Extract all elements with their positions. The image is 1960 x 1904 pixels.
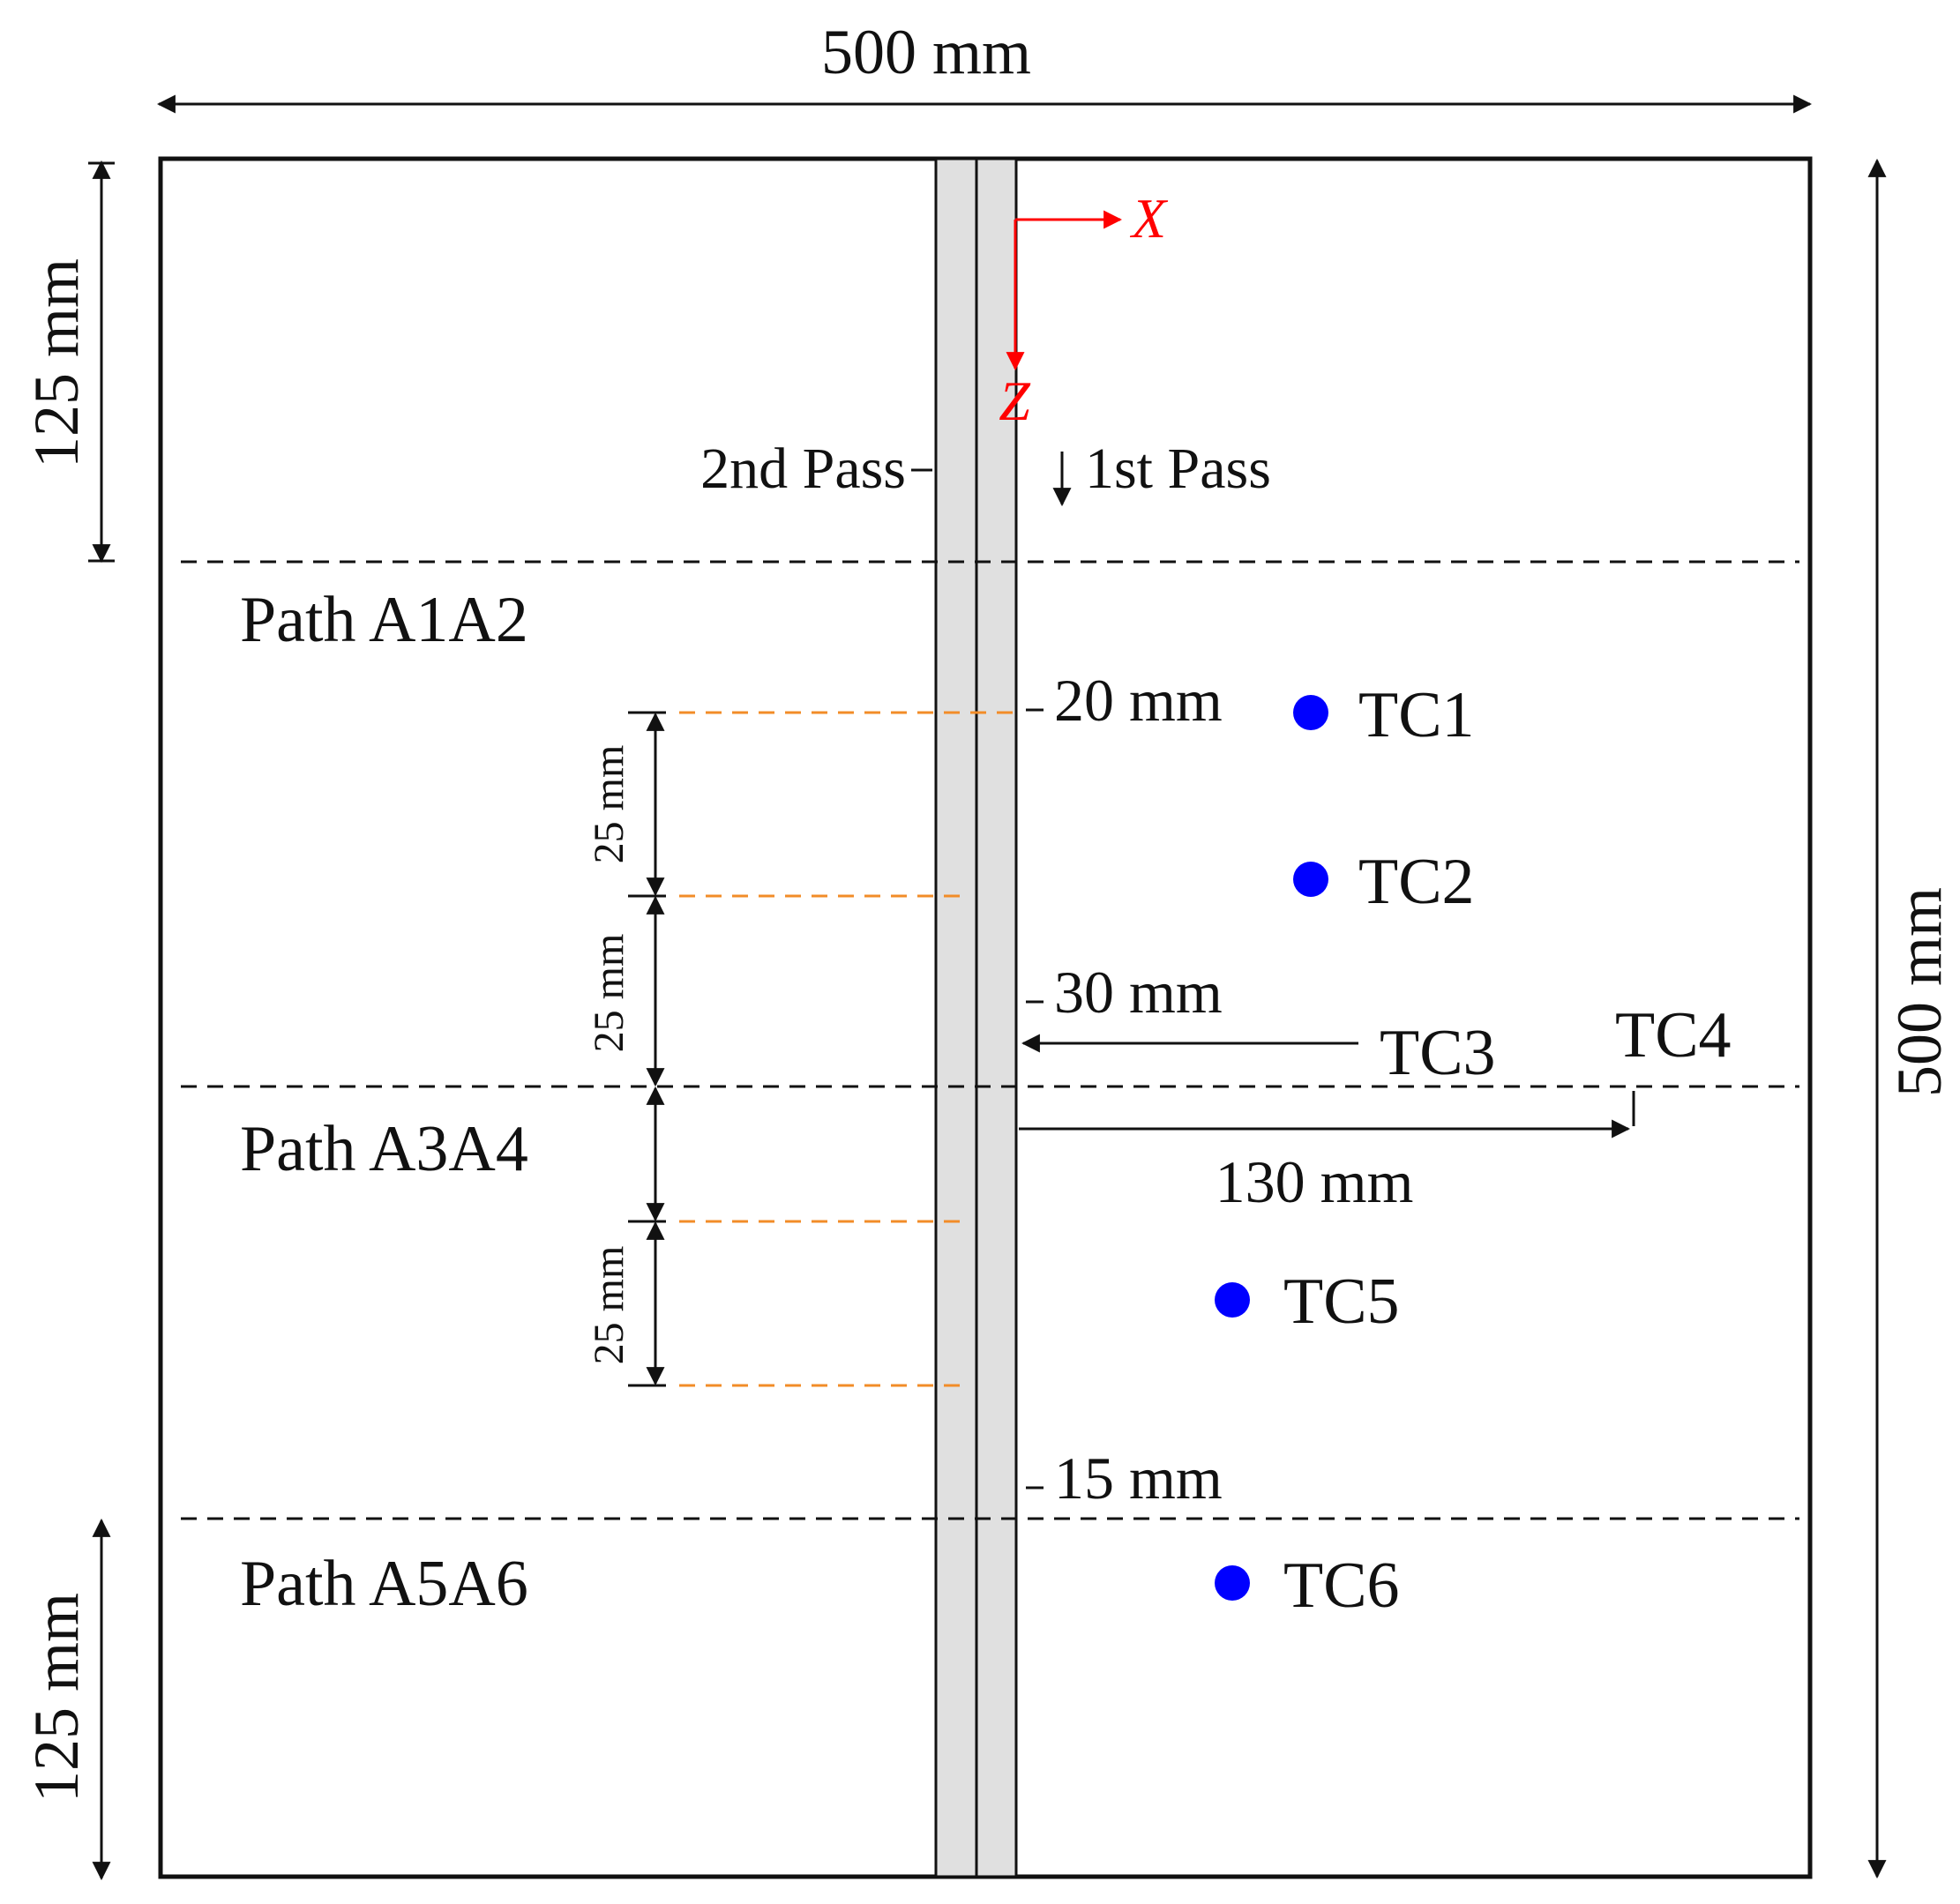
path-a5a6-label: Path A5A6 (240, 1548, 528, 1620)
weld-bead-second-pass (934, 157, 978, 1878)
weld-bead-first-pass (975, 157, 1018, 1878)
tc6-label: TC6 (1283, 1549, 1400, 1622)
top-section-dimension-label: 125 mm (21, 258, 92, 468)
x-axis-label: X (1129, 187, 1169, 250)
tc3-label: TC3 (1380, 1017, 1496, 1089)
bottom-section-dimension-label: 125 mm (21, 1593, 92, 1803)
tc2-label: TC2 (1358, 846, 1475, 918)
path-a3a4-label: Path A3A4 (240, 1113, 528, 1185)
spacing-label-3: 25 mm (586, 1246, 632, 1365)
z-axis-label: Z (999, 370, 1031, 432)
first-pass-label: 1st Pass (1085, 437, 1271, 501)
tc4-label: TC4 (1615, 999, 1732, 1071)
width-dimension-label: 500 mm (821, 17, 1031, 87)
tc5-dot (1215, 1282, 1250, 1318)
offset-label-20mm: 20 mm (1054, 667, 1223, 734)
spacing-label-2: 25 mm (586, 934, 632, 1053)
tc1-label: TC1 (1358, 679, 1475, 751)
tc1-dot (1293, 695, 1328, 730)
spacing-label-1: 25 mm (586, 745, 632, 864)
path-a1a2-label: Path A1A2 (240, 584, 528, 656)
tc5-label: TC5 (1283, 1266, 1400, 1338)
offset-label-15mm: 15 mm (1054, 1445, 1223, 1512)
tc6-dot (1215, 1565, 1250, 1601)
tc2-dot (1293, 862, 1328, 897)
tc4-distance-label: 130 mm (1216, 1148, 1414, 1215)
height-dimension-label: 500 mm (1884, 887, 1955, 1097)
offset-label-30mm: 30 mm (1054, 959, 1223, 1026)
second-pass-label: 2nd Pass (700, 437, 906, 501)
